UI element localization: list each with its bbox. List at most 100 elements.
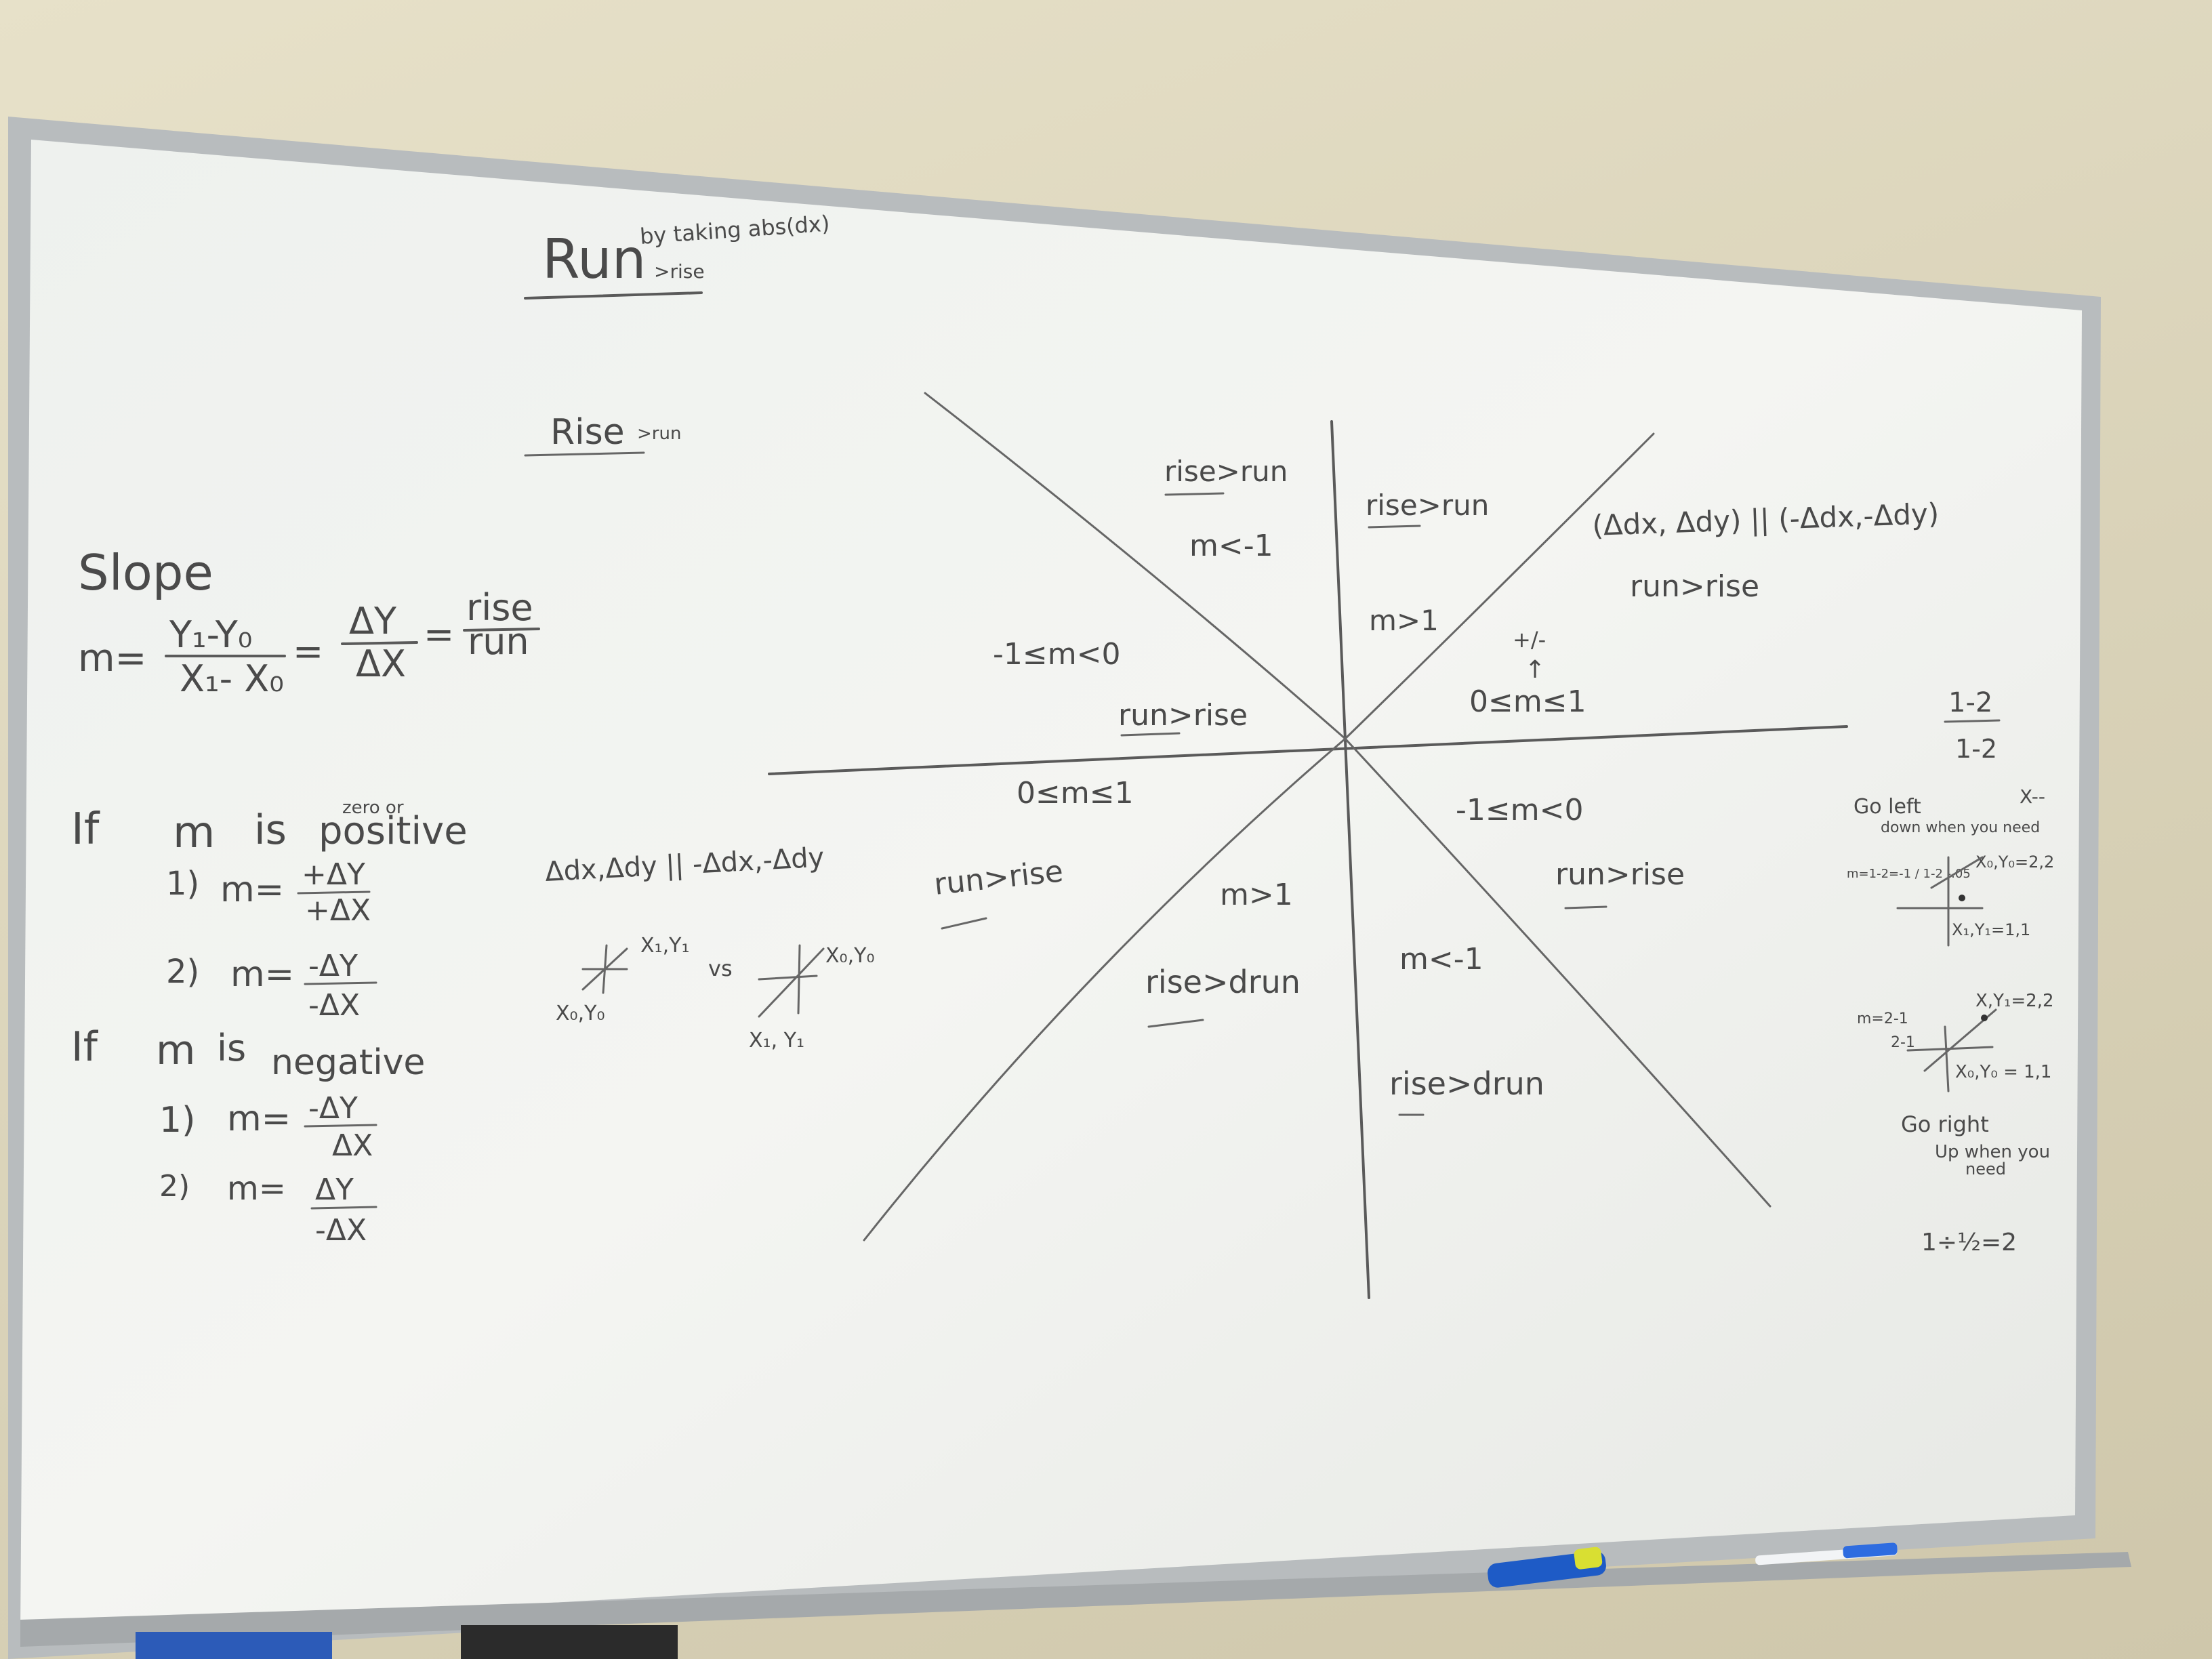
octant-r-upper-m: 0≤m≤1 [1469, 684, 1586, 719]
rise-sub: >run [637, 424, 681, 444]
octant-l-lower-underline [941, 917, 987, 930]
marker-blue-cap [1488, 1547, 1606, 1588]
marker-thin-blue [1755, 1542, 1898, 1565]
octant-l-upper-m: -1≤m<0 [993, 637, 1120, 672]
positive-case2-num: 2) [166, 953, 199, 991]
right-mini-axes-2 [1906, 1008, 1997, 1092]
octant-r-lower-underline [1564, 905, 1607, 909]
octant-bl-m: m>1 [1220, 878, 1293, 912]
negative-is: is [217, 1027, 246, 1069]
positive-word: positive [319, 809, 468, 853]
slope-denominator: X₁- X₀ [180, 657, 284, 700]
slope-eq2: = [293, 630, 323, 673]
y-axis-line [1330, 420, 1370, 1299]
right-up-when: Up when you [1935, 1142, 2050, 1162]
right-pt-a: X₀,Y₀=2,2 [1975, 853, 2054, 872]
right-frac-bot: 1-2 [1955, 734, 1997, 764]
positive-case1-bot: +ΔX [305, 893, 371, 928]
octant-ur-top-underline [1368, 525, 1421, 529]
octant-r-upper-pm: +/- [1513, 627, 1546, 653]
negative-case2-bot: -ΔX [315, 1213, 367, 1248]
octant-r-lower-m: -1≤m<0 [1456, 793, 1583, 827]
eraser-boxes [136, 1625, 678, 1659]
octant-l-upper-label: run>rise [1118, 698, 1248, 733]
rise-underline [524, 451, 645, 457]
mini-q0-label: X₀,Y₀ [825, 944, 874, 968]
run-heading: Run [542, 228, 646, 291]
right-go-left: Go left [1853, 795, 1921, 819]
negative-case1-top: -ΔY [308, 1091, 358, 1126]
slope-dy: ΔY [349, 600, 397, 642]
right-frac-top: 1-2 [1948, 687, 1992, 718]
slope-title: Slope [78, 544, 213, 601]
x-axis-line [768, 725, 1848, 775]
negative-m: m [156, 1027, 195, 1074]
right-mini-axes-1 [1896, 856, 1984, 947]
slope-eq3: = [424, 613, 454, 656]
run-underline [524, 291, 703, 300]
diagonal-up-right [863, 432, 1655, 1242]
right-go-right: Go right [1901, 1111, 1989, 1137]
whiteboard-surface [20, 140, 2082, 1633]
negative-case2-num: 2) [159, 1169, 190, 1204]
octant-r-upper-label: run>rise [1630, 569, 1759, 604]
octant-br-label: rise>drun [1389, 1065, 1544, 1102]
mini-axes-left [581, 944, 628, 994]
right-pt-b: X₁,Y₁=1,1 [1952, 920, 2030, 939]
right-m-calc2-top: m=2-1 [1857, 1010, 1908, 1027]
octant-ul-top: rise>run [1164, 455, 1288, 488]
octant-br-m: m<-1 [1399, 942, 1483, 977]
positive-if: If [71, 804, 100, 855]
slope-rise-bar [463, 628, 540, 632]
slope-numerator: Y₁-Y₀ [169, 613, 252, 656]
octant-ur-m: m>1 [1369, 604, 1439, 637]
positive-case2-bar [304, 981, 377, 985]
positive-case2-bot: -ΔX [308, 988, 360, 1023]
octant-l-upper-underline [1120, 732, 1181, 737]
right-pt-c: X,Y₁=2,2 [1975, 991, 2054, 1011]
positive-case1-top: +ΔY [302, 857, 365, 892]
slope-rise: rise [466, 586, 533, 629]
negative-case2-bar [310, 1206, 377, 1210]
octant-bl-label: rise>drun [1145, 964, 1300, 1000]
right-m-calc2-bot: 2-1 [1891, 1034, 1915, 1051]
positive-case1-m: m= [220, 869, 284, 910]
negative-case1-bot: ΔX [332, 1128, 373, 1163]
octant-l-lower-m: 0≤m≤1 [1017, 776, 1134, 811]
negative-case1-m: m= [227, 1099, 291, 1139]
positive-is: is [254, 806, 287, 854]
octant-ul-top-underline [1164, 492, 1225, 496]
octant-ul-m: m<-1 [1189, 529, 1273, 563]
right-m-calc: m=1-2=-1 / 1-2 -.05 [1847, 867, 1971, 881]
negative-case2-m: m= [227, 1170, 286, 1208]
positive-zero-or: zero or [342, 798, 404, 818]
right-need: need [1965, 1160, 2006, 1179]
mini-vs: vs [708, 956, 733, 981]
right-frac-bar [1944, 719, 2001, 723]
negative-case1-bar [304, 1124, 377, 1128]
mini-axes-right [758, 944, 825, 1018]
run-sub: >rise [654, 260, 705, 283]
negative-word: negative [271, 1042, 425, 1083]
slope-dx: ΔX [356, 642, 406, 685]
right-down-when: down when you need [1881, 819, 2040, 836]
slope-dy-bar [341, 641, 418, 645]
rise-heading: Rise [550, 412, 625, 453]
right-pt-d: X₀,Y₀ = 1,1 [1955, 1062, 2051, 1082]
negative-case2-top: ΔY [315, 1172, 354, 1207]
right-x-minus: X-- [2020, 785, 2045, 808]
positive-case1-num: 1) [166, 865, 199, 903]
mini-p1-label: X₁,Y₁ [640, 934, 689, 958]
mini-p0-label: X₀,Y₀ [556, 1002, 605, 1025]
positive-case2-top: -ΔY [308, 949, 358, 983]
slope-run: run [468, 620, 529, 663]
negative-if: If [71, 1023, 99, 1071]
slope-m-eq: m= [78, 636, 146, 680]
negative-case1-num: 1) [159, 1100, 195, 1141]
positive-case1-bar [297, 890, 371, 895]
marker-tray [20, 1552, 2131, 1647]
positive-m: m [173, 808, 215, 858]
octant-ur-top: rise>run [1366, 489, 1489, 522]
right-bottom-calc: 1÷½=2 [1921, 1229, 2017, 1256]
